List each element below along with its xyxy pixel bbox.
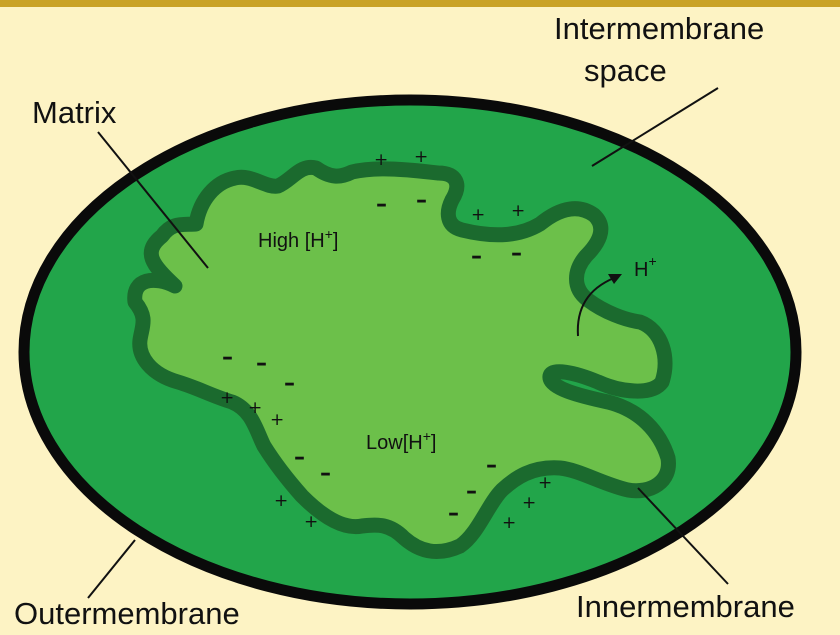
inner-membrane-pointer-line bbox=[637, 487, 729, 585]
inner-membrane bbox=[127, 159, 676, 560]
plus-sign: + bbox=[274, 491, 288, 511]
proton-arrowhead bbox=[608, 274, 622, 284]
minus-sign: – bbox=[416, 188, 427, 213]
intermembrane-label-line2: space bbox=[584, 53, 667, 88]
plus-sign: + bbox=[414, 147, 428, 167]
minus-sign: – bbox=[222, 345, 233, 370]
plus-sign: + bbox=[502, 513, 516, 533]
proton-arrow bbox=[576, 277, 615, 337]
outer-membrane-pointer-line bbox=[87, 539, 136, 599]
intermembrane-label-line1: Intermembrane bbox=[554, 11, 765, 46]
minus-sign: – bbox=[294, 445, 305, 470]
matrix-pointer-line bbox=[97, 131, 209, 269]
minus-sign: – bbox=[256, 351, 267, 376]
minus-sign: – bbox=[320, 461, 331, 486]
plus-sign: + bbox=[522, 493, 536, 513]
minus-sign: – bbox=[284, 371, 295, 396]
plus-sign: + bbox=[538, 473, 552, 493]
plus-sign: + bbox=[511, 201, 525, 221]
plus-sign: + bbox=[220, 388, 234, 408]
inner-membrane-label: Innermembrane bbox=[576, 589, 795, 624]
intermembrane-pointer-line bbox=[591, 87, 719, 167]
minus-sign: – bbox=[471, 244, 482, 269]
plus-sign: + bbox=[374, 150, 388, 170]
plus-sign: + bbox=[304, 512, 318, 532]
minus-sign: – bbox=[486, 453, 497, 478]
minus-sign: – bbox=[376, 192, 387, 217]
low-proton-label: Low[H+] bbox=[366, 428, 436, 454]
matrix-label: Matrix bbox=[32, 95, 117, 130]
high-proton-label: High [H+] bbox=[258, 226, 338, 252]
plus-sign: + bbox=[248, 398, 262, 418]
outer-membrane-label: Outermembrane bbox=[14, 596, 240, 631]
minus-sign: – bbox=[448, 501, 459, 526]
plus-sign: + bbox=[471, 205, 485, 225]
plus-sign: + bbox=[270, 410, 284, 430]
minus-sign: – bbox=[466, 479, 477, 504]
proton-ion-label: H+ bbox=[634, 253, 657, 281]
minus-sign: – bbox=[511, 241, 522, 266]
top-border bbox=[0, 0, 840, 7]
